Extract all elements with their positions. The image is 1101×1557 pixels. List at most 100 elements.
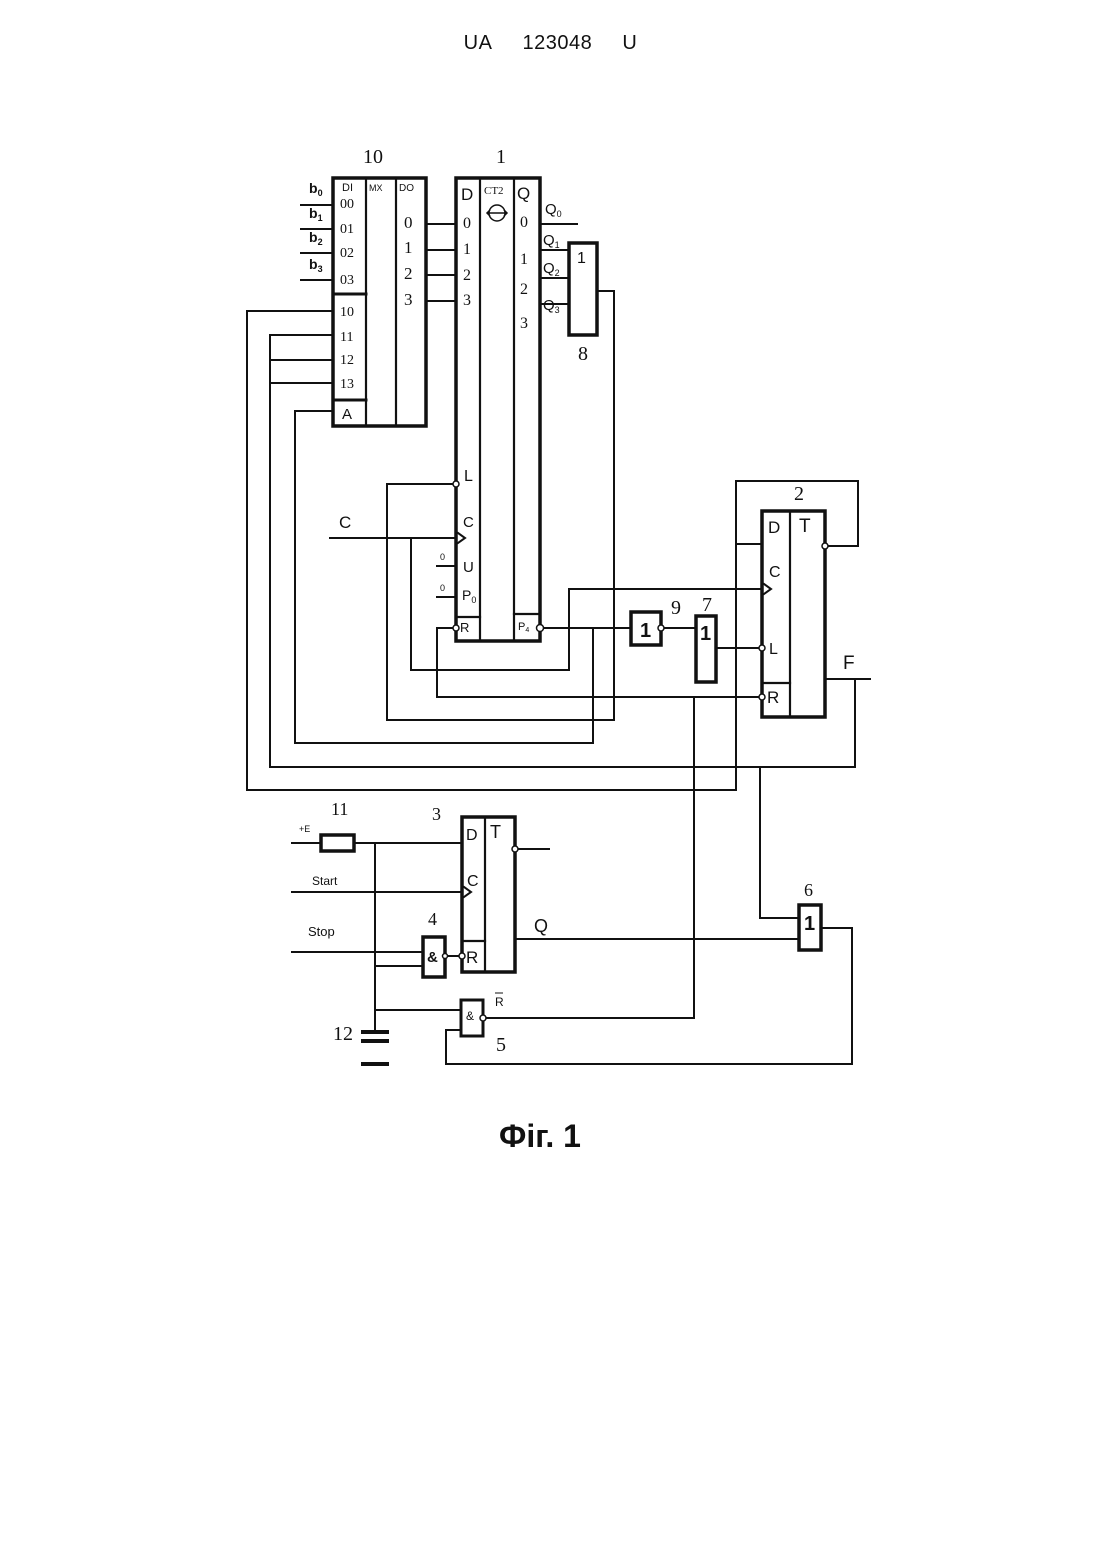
label-block-7: 7 [702,594,712,616]
figure-caption: Фіг. 1 [0,1118,1080,1155]
or7-symbol: 1 [700,623,711,645]
counter-p4-label: P4 [518,621,529,634]
counter-p0-main: P [462,587,471,603]
trig3-r-label: R [466,948,478,967]
b1-sub: 1 [318,213,323,223]
b3-main: b [309,256,318,272]
b2-sub: 2 [318,237,323,247]
counter-d2: 2 [463,267,471,284]
q2-sub: 2 [555,268,560,278]
trigger-block-2 [762,511,825,717]
counter-direction-icon [487,205,507,221]
mux-out-0: 0 [404,213,413,232]
signal-q-out-label: Q [534,916,548,936]
q2-main: Q [543,260,555,277]
counter-l-label: L [464,468,473,485]
mux-out-3: 3 [404,290,413,309]
b2-main: b [309,229,318,245]
counter-q-label: Q [517,184,530,203]
signal-rbar-label: R [495,995,504,1009]
signal-c-label: C [339,513,351,532]
label-block-11: 11 [331,799,348,819]
mux-out-1: 1 [404,238,413,257]
label-block-8: 8 [578,343,588,365]
counter-q0: 0 [520,214,528,231]
counter-d-label: D [461,185,473,204]
not9-symbol: 1 [640,620,651,642]
b1-main: b [309,205,318,221]
counter-q3: 3 [520,315,528,332]
trig2-r-label: R [767,688,779,707]
trig3-d-label: D [466,827,478,844]
mux-in-00: 00 [340,197,354,212]
label-block-12: 12 [333,1023,353,1045]
counter-q2: 2 [520,281,528,298]
q3-sub: 3 [555,305,560,315]
counter-c-label: C [463,514,474,531]
mux-in-01: 01 [340,222,354,237]
mux-in-03: 03 [340,273,354,288]
and4-symbol: & [427,949,438,966]
trig2-c-label: C [769,564,781,581]
counter-u-label: U [463,559,474,576]
q3-label: Q3 [543,297,560,315]
b3-label: b3 [309,256,323,274]
label-block-9: 9 [671,597,681,619]
q0-main: Q [545,201,557,218]
counter-p0-sub: 0 [471,595,476,605]
mux-in-12: 12 [340,353,354,368]
counter-r-label: R [460,620,469,635]
q0-sub: 0 [557,209,562,219]
and5-symbol: & [466,1009,474,1023]
b0-main: b [309,180,318,196]
or6-symbol: 1 [804,913,815,935]
trig2-t-label: T [799,516,811,537]
or8-symbol: 1 [577,250,586,267]
q2-label: Q2 [543,260,560,278]
mux-in-13: 13 [340,377,354,392]
counter-ct-label: CT2 [484,185,504,197]
mux-in-11: 11 [340,330,353,345]
counter-q1: 1 [520,251,528,268]
trig3-c-label: C [467,873,479,890]
q1-label: Q1 [543,232,560,250]
label-block-6: 6 [804,880,813,900]
label-block-3: 3 [432,804,441,824]
label-block-10: 10 [363,146,383,168]
q0-label: Q0 [545,201,562,219]
label-block-2: 2 [794,483,804,505]
trig2-d-label: D [768,518,780,537]
mux-mx-label: MX [369,183,383,193]
mux-in-10: 10 [340,305,354,320]
b2-label: b2 [309,229,323,247]
capacitor-12 [363,1032,387,1064]
b1-label: b1 [309,205,323,223]
counter-p0-label: P0 [462,587,476,605]
mux-do-label: DO [399,183,414,194]
trig3-t-label: T [490,822,501,842]
counter-d0: 0 [463,215,471,232]
counter-p4-sub: 4 [525,627,529,634]
q1-main: Q [543,232,555,249]
mux-out-2: 2 [404,264,413,283]
counter-p0-zero: 0 [440,583,445,593]
counter-p4-main: P [518,621,525,633]
mux-a-label: A [342,406,352,423]
mux-di-label: DI [342,182,353,194]
b3-sub: 3 [318,264,323,274]
q3-main: Q [543,297,555,314]
b0-label: b0 [309,180,323,198]
counter-u-zero: 0 [440,552,445,562]
q1-sub: 1 [555,240,560,250]
signal-e-label: +E [299,824,310,834]
trig2-l-label: L [769,641,778,658]
label-block-4: 4 [428,909,437,929]
signal-f-label: F [843,653,855,674]
label-block-1: 1 [496,146,506,168]
signal-stop-label: Stop [308,924,335,939]
counter-d3: 3 [463,292,471,309]
label-block-5: 5 [496,1034,506,1056]
counter-d1: 1 [463,241,471,258]
